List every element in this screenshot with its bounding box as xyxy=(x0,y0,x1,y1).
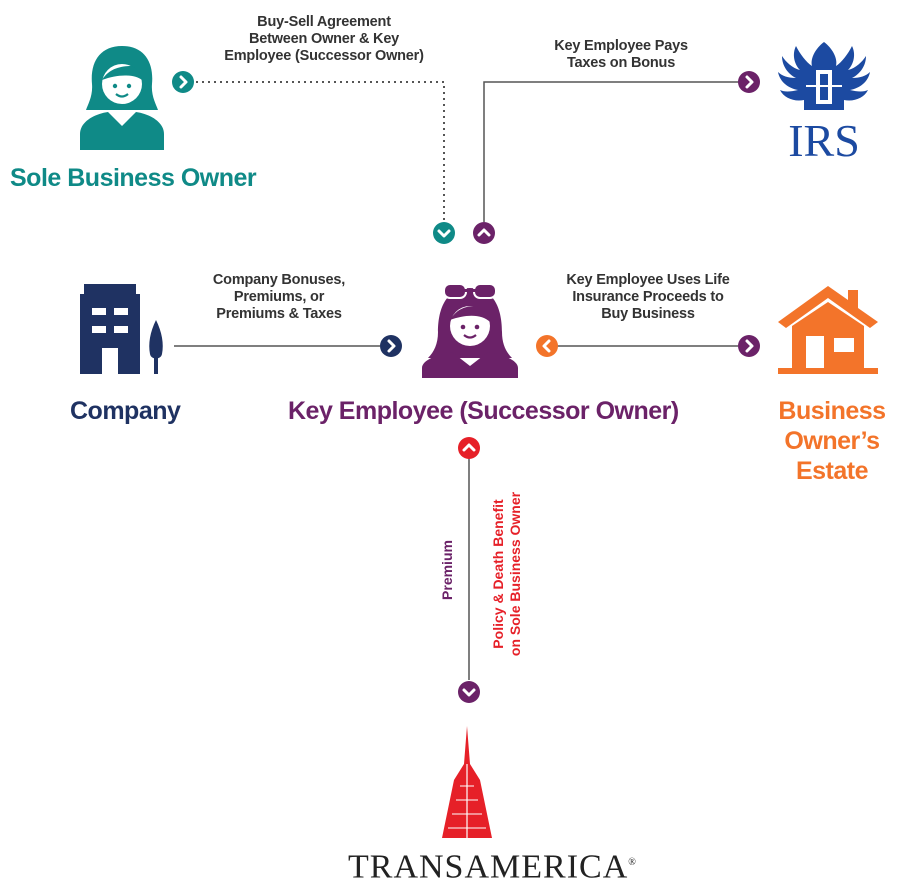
buy-sell-line2: Between Owner & Key xyxy=(248,31,400,47)
office-building-icon xyxy=(80,284,163,374)
irs-text: IRS xyxy=(788,115,860,162)
key-employee-label: Key Employee (Successor Owner) xyxy=(288,397,679,425)
buy-sell-line1: Buy-Sell Agreement xyxy=(257,14,391,30)
pyramid-logo xyxy=(442,726,492,838)
taxes-line2: Taxes on Bonus xyxy=(566,55,676,71)
navy-right-arrow-icon xyxy=(380,335,402,357)
irs-eagle-logo: IRS xyxy=(778,42,870,162)
person-sunglasses-icon xyxy=(422,283,518,378)
buy-sell-label: Buy-Sell Agreement Between Owner & Key E… xyxy=(204,14,444,65)
taxes-connector xyxy=(483,81,740,222)
premium-label: Premium xyxy=(439,540,455,600)
bonuses-label: Company Bonuses, Premiums, or Premiums &… xyxy=(194,272,364,323)
purple-up-arrow-icon xyxy=(473,222,495,244)
bonuses-line2: Premiums, or xyxy=(233,289,325,305)
company-label: Company xyxy=(70,397,181,425)
proceeds-line2: Insurance Proceeds to xyxy=(572,289,724,305)
policy-line2: on Sole Business Owner xyxy=(507,491,523,657)
orange-left-arrow-icon xyxy=(536,335,558,357)
proceeds-line1: Key Employee Uses Life xyxy=(566,272,730,288)
sole-business-owner-label: Sole Business Owner xyxy=(10,164,257,192)
purple-right-arrow-2-icon xyxy=(738,335,760,357)
buy-sell-line3: Employee (Successor Owner) xyxy=(224,48,424,64)
registered-mark: ® xyxy=(628,857,637,868)
estate-label-line1: Business xyxy=(778,397,886,425)
purple-down-arrow-icon xyxy=(458,681,480,703)
proceeds-line3: Buy Business xyxy=(601,306,695,322)
teal-right-arrow-icon xyxy=(172,71,194,93)
person-icon xyxy=(80,46,164,150)
estate-label-line2: Owner’s Estate xyxy=(784,427,880,485)
house-icon xyxy=(778,286,878,374)
transamerica-text: TRANSAMERICA xyxy=(348,848,629,885)
estate-label: Business Owner’s Estate xyxy=(752,396,911,486)
policy-line1: Policy & Death Benefit xyxy=(490,499,506,649)
red-up-arrow-icon xyxy=(458,437,480,459)
transamerica-wordmark: TRANSAMERICA® xyxy=(348,845,636,885)
teal-down-arrow-icon xyxy=(433,222,455,244)
policy-label: Policy & Death Benefit on Sole Business … xyxy=(490,484,526,664)
bonuses-line1: Company Bonuses, xyxy=(212,272,346,288)
buy-sell-connector xyxy=(196,81,445,222)
taxes-line1: Key Employee Pays xyxy=(554,38,688,54)
bonuses-line3: Premiums & Taxes xyxy=(216,306,342,322)
purple-right-arrow-icon xyxy=(738,71,760,93)
proceeds-label: Key Employee Uses Life Insurance Proceed… xyxy=(548,272,748,323)
taxes-label: Key Employee Pays Taxes on Bonus xyxy=(536,38,706,72)
